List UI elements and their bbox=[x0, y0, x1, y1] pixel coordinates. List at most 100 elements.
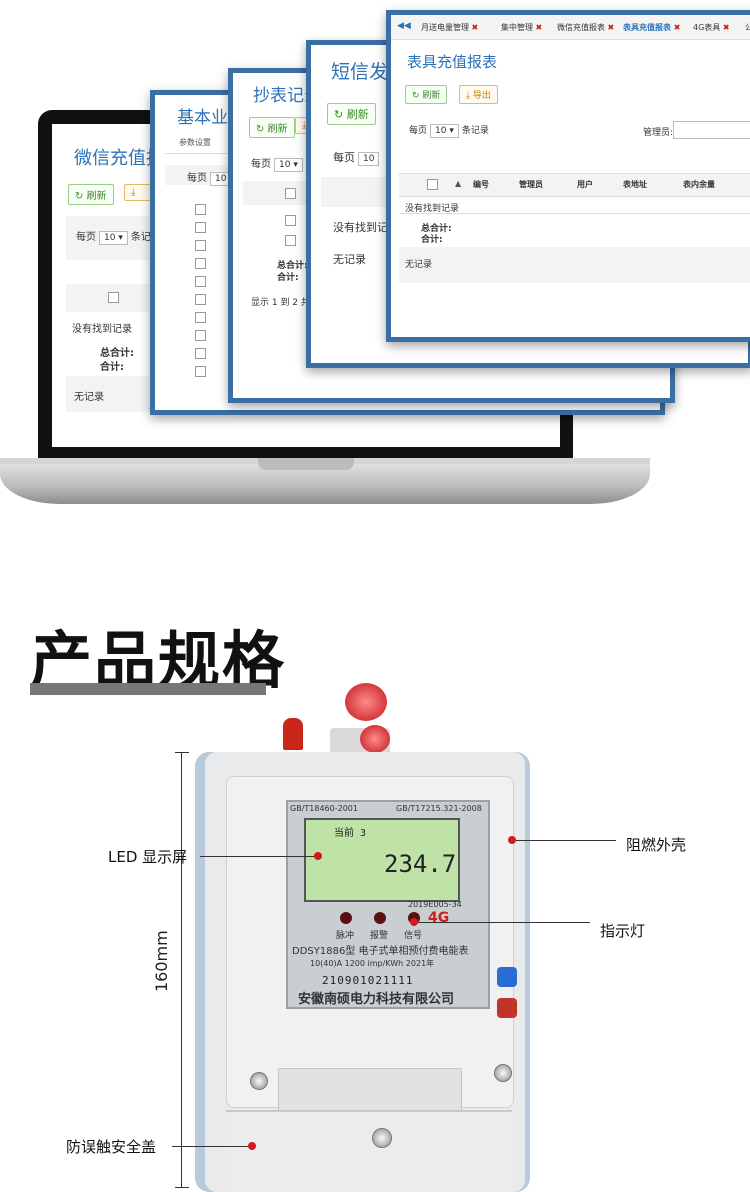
panel5-select-all-checkbox[interactable] bbox=[427, 179, 438, 190]
maker: 安徽南硕电力科技有限公司 bbox=[298, 992, 455, 1007]
std-right: GB/T17215.321-2008 bbox=[396, 804, 482, 813]
row-checkbox[interactable] bbox=[195, 240, 206, 251]
panel5-per-page-select[interactable]: 10 ▾ bbox=[430, 124, 459, 138]
panel1-select-all-checkbox[interactable] bbox=[108, 292, 119, 303]
column-header[interactable]: 用户 bbox=[577, 180, 593, 189]
row-checkbox[interactable] bbox=[195, 294, 206, 305]
panel3-title: 抄表记录 bbox=[253, 86, 321, 106]
led-label-alarm: 报警 bbox=[370, 931, 389, 941]
table-row bbox=[195, 289, 206, 305]
panel1-export-button[interactable]: ⤓ bbox=[124, 184, 152, 201]
lcd-display: 当前 3 234.7 bbox=[304, 818, 460, 902]
callout-cover: 防误触安全盖 bbox=[66, 1138, 157, 1156]
panel-meter-recharge: ◀◀ 月送电量管理 ✖集中管理 ✖微信充值报表 ✖表具充值报表 ✖4G表具 ✖公… bbox=[386, 10, 750, 342]
tab-close-icon[interactable]: ✖ bbox=[605, 23, 615, 32]
tab-4[interactable]: 4G表具 ✖ bbox=[693, 23, 730, 32]
panel3-refresh-button[interactable]: ↻ 刷新 bbox=[249, 117, 295, 138]
model: DDSY1886型 电子式单相预付费电能表 bbox=[292, 946, 469, 957]
tab-close-icon[interactable]: ✖ bbox=[671, 23, 681, 32]
panel4-no-record: 没有找到记录 bbox=[333, 221, 399, 234]
panel5-none: 无记录 bbox=[405, 260, 433, 270]
column-header[interactable]: 表地址 bbox=[623, 180, 647, 189]
spec-title-underline bbox=[30, 683, 266, 695]
callout-indicator: 指示灯 bbox=[600, 922, 646, 940]
row-checkbox[interactable] bbox=[195, 366, 206, 377]
seal-icon bbox=[345, 683, 387, 721]
table-row bbox=[195, 325, 206, 341]
panel1-refresh-button[interactable]: ↻ 刷新 bbox=[68, 184, 114, 205]
table-row bbox=[195, 253, 206, 269]
panel1-none: 无记录 bbox=[74, 392, 104, 403]
column-header[interactable]: 表内余量 bbox=[683, 180, 715, 189]
spec-line: 10(40)A 1200 imp/KWh 2021年 bbox=[310, 959, 435, 968]
blue-button bbox=[497, 967, 517, 987]
tab-1[interactable]: 集中管理 ✖ bbox=[501, 23, 543, 32]
tab-0[interactable]: 月送电量管理 ✖ bbox=[421, 23, 479, 32]
panel4-title: 短信发 bbox=[331, 61, 389, 83]
panel1-subtotal: 合计: bbox=[100, 362, 124, 373]
tab-close-icon[interactable]: ✖ bbox=[469, 23, 479, 32]
column-header[interactable]: 编号 bbox=[473, 180, 489, 189]
table-row bbox=[195, 361, 206, 377]
led-label-signal: 信号 bbox=[404, 931, 423, 941]
panel5-title: 表具充值报表 bbox=[407, 53, 498, 71]
panel3-showing: 显示 1 到 2 共 bbox=[251, 298, 310, 308]
panel5-refresh-button[interactable]: ↻ 刷新 bbox=[405, 85, 448, 104]
laptop-notch bbox=[258, 458, 354, 470]
tab-2[interactable]: 微信充值报表 ✖ bbox=[557, 23, 615, 32]
panel5-no-record: 没有找到记录 bbox=[405, 204, 460, 214]
screw-icon bbox=[372, 1128, 392, 1148]
tab-back-icon[interactable]: ◀◀ bbox=[397, 21, 411, 31]
panel5-export-button[interactable]: ⤓ 导出 bbox=[459, 85, 498, 104]
panel3-subtotal: 合计: bbox=[277, 273, 299, 283]
column-header[interactable]: 管理员 bbox=[519, 180, 543, 189]
serial: 210901021111 bbox=[322, 974, 414, 987]
row-checkbox[interactable] bbox=[195, 312, 206, 323]
panel4-refresh-button[interactable]: ↻ 刷新 bbox=[327, 103, 376, 125]
row-checkbox[interactable] bbox=[195, 276, 206, 287]
row-checkbox[interactable] bbox=[195, 258, 206, 269]
tab-3[interactable]: 表具充值报表 ✖ bbox=[623, 23, 681, 32]
badge-4g: 4G bbox=[428, 910, 450, 926]
led-label-pulse: 脉冲 bbox=[336, 931, 355, 941]
panel1-per-page-select[interactable]: 10 ▾ bbox=[99, 231, 128, 245]
tab-5[interactable]: 公 bbox=[745, 22, 750, 33]
table-row bbox=[195, 343, 206, 359]
callout-lcd: LED 显示屏 bbox=[108, 848, 188, 866]
row-checkbox[interactable] bbox=[195, 222, 206, 233]
panel1-no-record: 没有找到记录 bbox=[72, 324, 132, 335]
manager-input[interactable] bbox=[673, 121, 750, 139]
seal-icon-2 bbox=[360, 725, 390, 753]
manager-label: 管理员: bbox=[643, 128, 674, 138]
screw-icon bbox=[494, 1064, 512, 1082]
lcd-small: 当前 3 bbox=[334, 828, 367, 839]
safety-cover bbox=[226, 1110, 512, 1192]
table-row bbox=[195, 271, 206, 287]
panel5-subtotal: 合计: bbox=[421, 235, 443, 245]
row-checkbox[interactable] bbox=[195, 204, 206, 215]
tab-close-icon[interactable]: ✖ bbox=[720, 23, 730, 32]
panel2-tab[interactable]: 参数设置 bbox=[179, 138, 211, 147]
panel1-total: 总合计: bbox=[100, 348, 134, 359]
panel5-total: 总合计: bbox=[421, 224, 452, 234]
panel4-none: 无记录 bbox=[333, 253, 366, 266]
table-row bbox=[195, 199, 206, 215]
row-checkbox[interactable] bbox=[195, 348, 206, 359]
table-row bbox=[195, 307, 206, 323]
panel3-total: 总合计: bbox=[277, 261, 308, 271]
meter-terminal-step bbox=[278, 1068, 462, 1114]
callout-shell: 阻燃外壳 bbox=[626, 836, 687, 854]
dimension-label: 160mm bbox=[152, 930, 171, 992]
tab-close-icon[interactable]: ✖ bbox=[533, 23, 543, 32]
table-row bbox=[195, 235, 206, 251]
lcd-reading: 234.7 bbox=[384, 850, 457, 878]
cert: 2019E005-34 bbox=[408, 900, 462, 909]
std-left: GB/T18460-2001 bbox=[290, 804, 358, 813]
tab-bar bbox=[391, 15, 750, 40]
row-checkbox[interactable] bbox=[195, 330, 206, 341]
screw-icon bbox=[250, 1072, 268, 1090]
